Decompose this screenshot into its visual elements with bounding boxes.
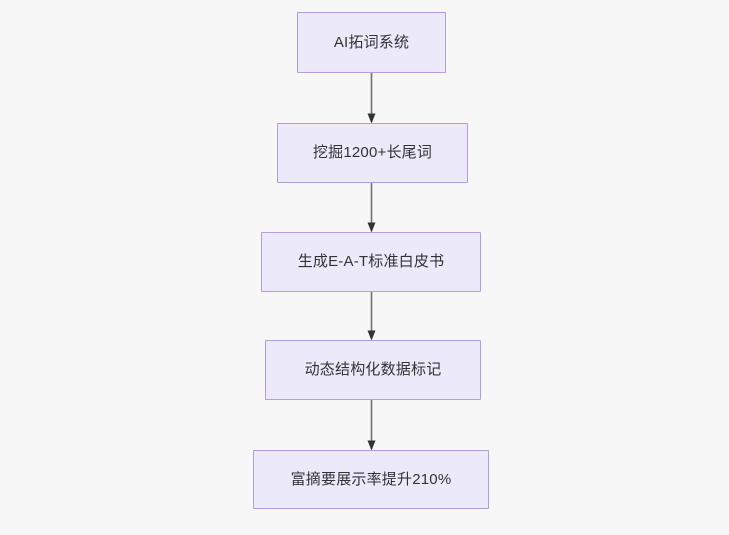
- flow-node-rich-snippet-impression-lift[interactable]: 富摘要展示率提升210%: [253, 450, 489, 509]
- flow-node-mine-longtail-keywords[interactable]: 挖掘1200+长尾词: [277, 123, 468, 183]
- flow-node-dynamic-structured-data-markup[interactable]: 动态结构化数据标记: [265, 340, 481, 400]
- flow-node-label: 富摘要展示率提升210%: [290, 470, 452, 488]
- flow-node-label: 生成E-A-T标准白皮书: [297, 253, 445, 270]
- flow-node-label: AI拓词系统: [333, 33, 410, 51]
- flow-node-generate-eat-whitepaper[interactable]: 生成E-A-T标准白皮书: [261, 232, 481, 292]
- flow-node-label: 动态结构化数据标记: [304, 361, 442, 378]
- flow-node-ai-keyword-system[interactable]: AI拓词系统: [297, 12, 446, 73]
- flow-node-label: 挖掘1200+长尾词: [312, 144, 433, 161]
